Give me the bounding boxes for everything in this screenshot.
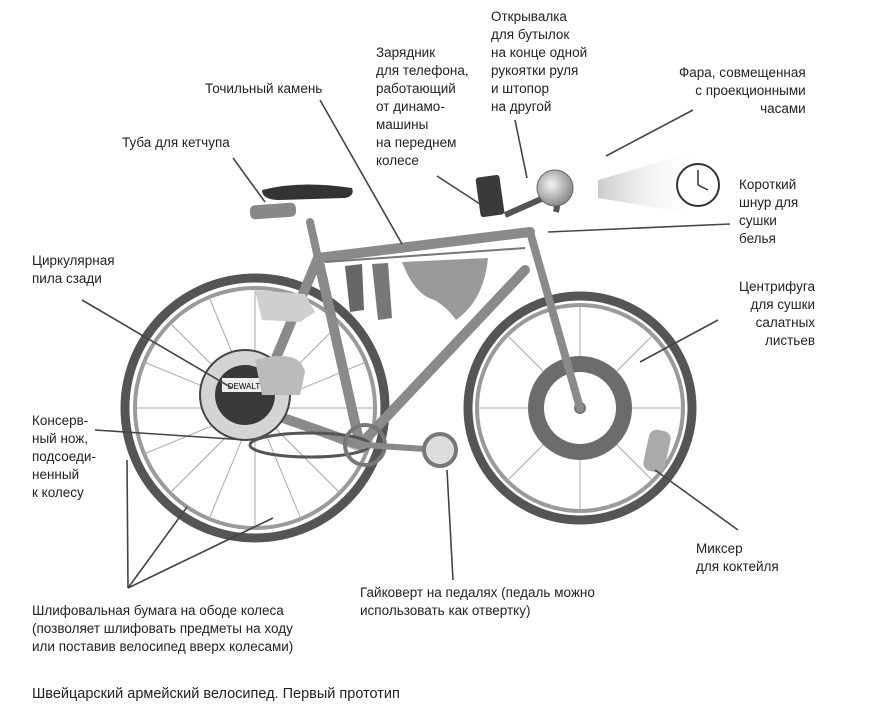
label-headlight: Фара, совмещенная с проекционными часами (679, 65, 806, 116)
figure-caption: Швейцарский армейский велосипед. Первый … (32, 686, 400, 702)
label-cocktail-mixer: Миксер для коктейля (696, 541, 779, 574)
light-beam (598, 150, 700, 215)
socks (345, 264, 364, 312)
circular-saw: DEWALT (199, 290, 315, 441)
phone-charger (475, 174, 505, 218)
label-pedal-wrench: Гайковерт на педалях (педаль можно испол… (360, 585, 595, 618)
label-circular-saw: Циркулярная пила сзади (32, 253, 115, 286)
label-whetstone: Точильный камень (205, 81, 323, 96)
projected-clock (676, 163, 720, 207)
cocktail-shaker (643, 429, 671, 473)
label-phone-charger: Зарядник для телефона, работающий от дин… (376, 45, 469, 168)
label-ketchup-tube: Туба для кетчупа (122, 135, 230, 150)
label-sandpaper: Шлифовальная бумага на ободе колеса (поз… (32, 603, 294, 654)
label-salad-spinner: Центрифуга для сушки салатных листьев (739, 279, 816, 348)
saddle (262, 184, 353, 200)
headlight (536, 169, 574, 207)
ketchup-tube (249, 202, 297, 220)
pointer-lines (81, 99, 739, 589)
wrench-pedal (422, 432, 458, 468)
label-bottle-opener: Открывалка для бутылок на конце одной ру… (491, 9, 588, 114)
svg-text:DEWALT: DEWALT (228, 382, 261, 391)
label-can-opener: Консерв- ный нож, подсоеди- ненный к кол… (32, 413, 96, 500)
clothesline (324, 247, 526, 263)
underwear (402, 258, 488, 320)
label-clothesline: Короткий шнур для сушки белья (739, 177, 799, 246)
